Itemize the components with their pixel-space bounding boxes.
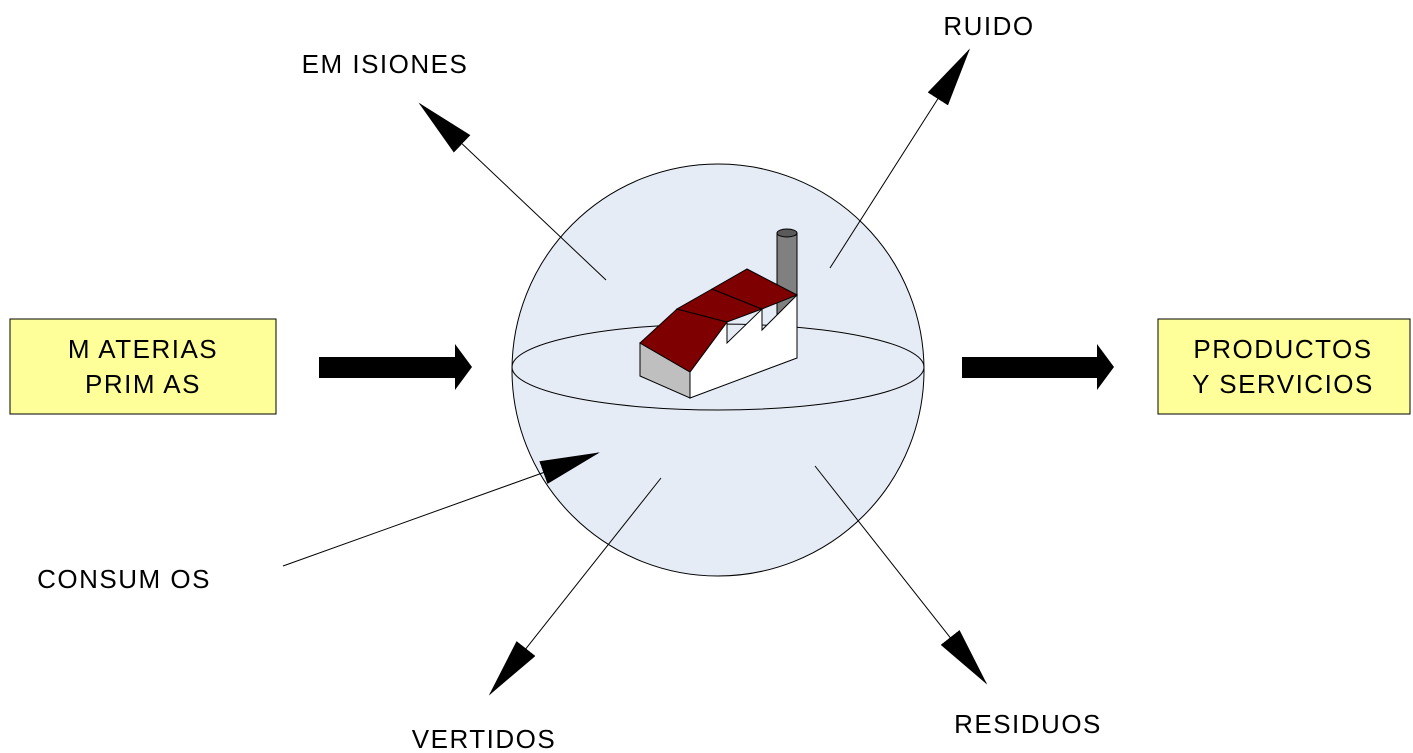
factory-icon — [639, 228, 799, 399]
label-residuos: RESIDUOS — [954, 709, 1102, 739]
consumos-arrow — [282, 452, 600, 567]
input-arrow — [319, 344, 472, 390]
output-box-line2: Y SERVICIOS — [1192, 369, 1374, 399]
input-box-line2: PRIM AS — [85, 369, 201, 399]
emisiones-arrow — [418, 102, 607, 281]
label-consumos: CONSUM OS — [37, 564, 211, 594]
output-box-rect — [1157, 318, 1411, 415]
factory-roof-3 — [710, 268, 799, 310]
ruido-arrow — [829, 48, 971, 269]
label-emisiones: EM ISIONES — [302, 49, 469, 79]
label-ruido: RUIDO — [943, 11, 1034, 41]
output-box: PRODUCTOS Y SERVICIOS — [1157, 318, 1411, 415]
residuos-arrow — [814, 465, 988, 685]
factory-front-wall — [689, 293, 798, 399]
label-vertidos: VERTIDOS — [412, 724, 556, 753]
output-box-line1: PRODUCTOS — [1193, 334, 1372, 364]
input-box-rect — [9, 318, 277, 415]
chimney-top — [776, 228, 798, 238]
vertidos-arrow — [488, 477, 662, 696]
input-box: M ATERIAS PRIM AS — [9, 318, 277, 415]
output-arrow — [962, 344, 1114, 390]
input-box-line1: M ATERIAS — [68, 334, 218, 364]
